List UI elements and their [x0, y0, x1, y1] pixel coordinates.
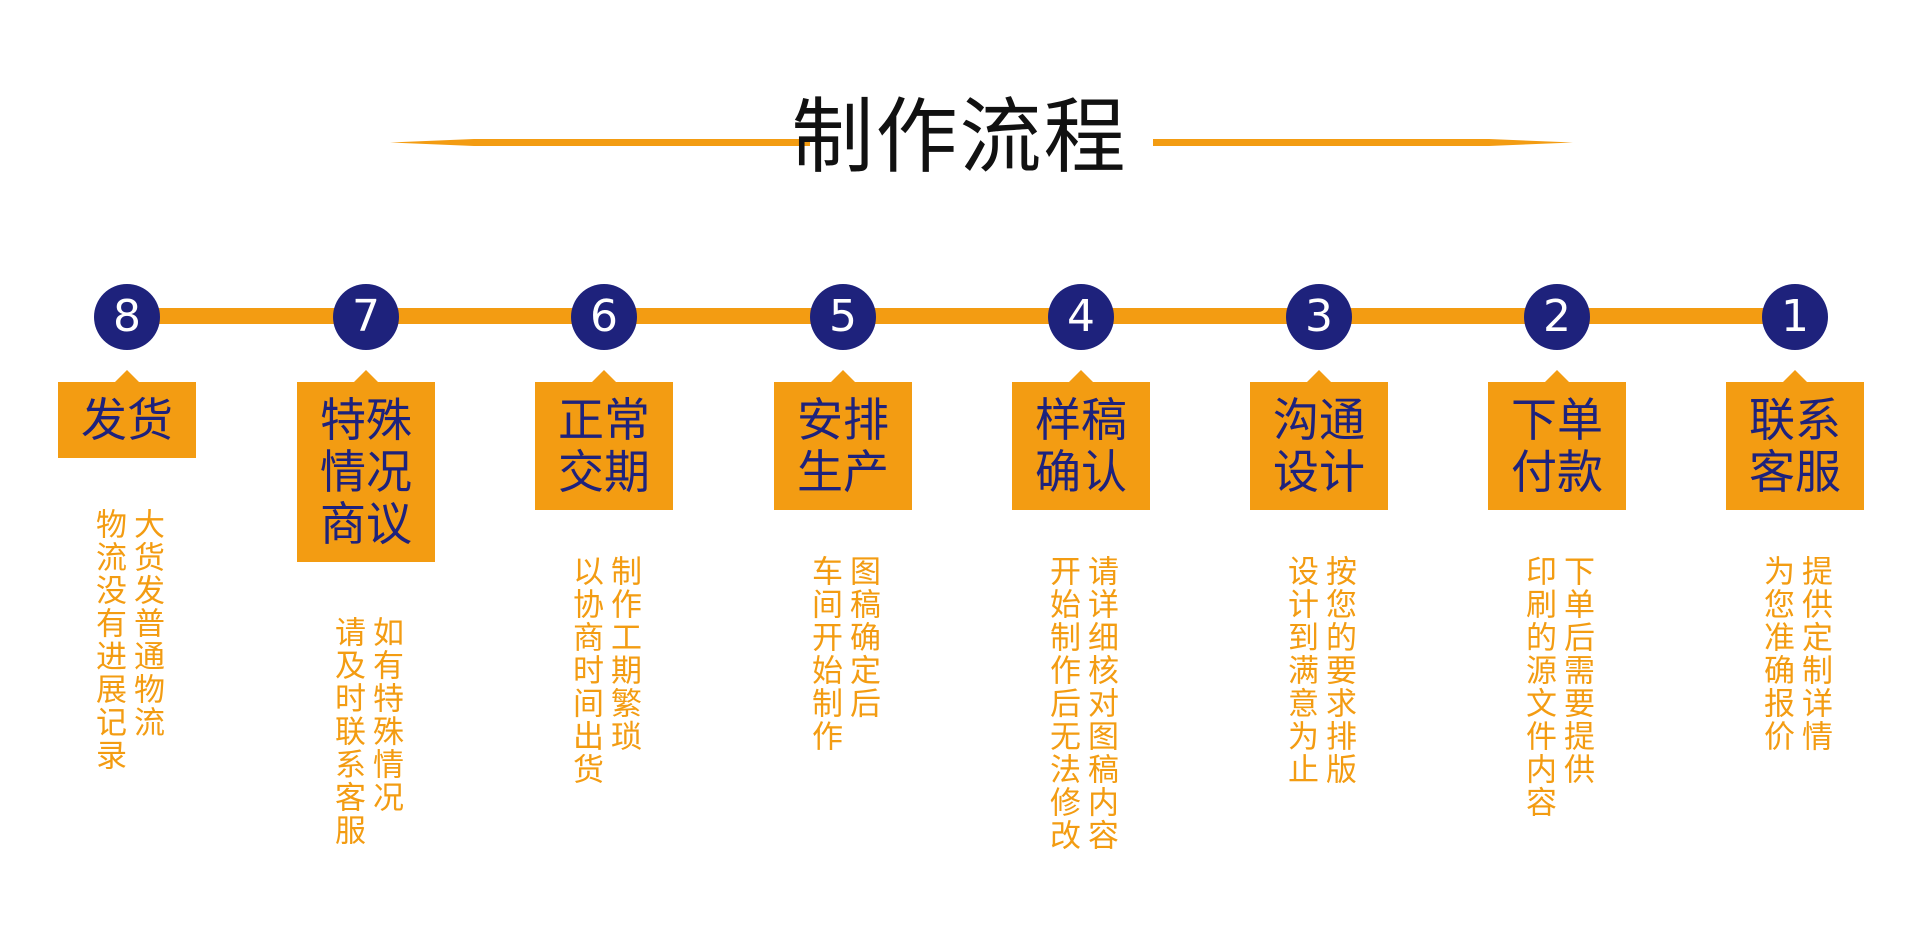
step-description: 下单后需要提供印刷的源文件内容 [1519, 555, 1595, 819]
step-description-column: 开始制作后无法修改 [1044, 555, 1080, 852]
step-label-box: 下单付款 [1488, 370, 1626, 510]
step-label-line: 联系 [1749, 393, 1841, 447]
step-description: 制作工期繁琐以协商时间出货 [566, 555, 642, 786]
step-number-badge: 3 [1286, 284, 1352, 350]
timeline-bar [127, 308, 1795, 324]
step-label-line: 特殊 [320, 393, 412, 447]
step-description-column: 物流没有进展记录 [90, 508, 126, 772]
step-label-box: 正常交期 [535, 370, 673, 510]
step-number-badge: 6 [571, 284, 637, 350]
step-label-box: 发货 [58, 370, 196, 458]
step-label-box: 特殊情况商议 [297, 370, 435, 562]
step-description: 按您的要求排版设计到满意为止 [1281, 555, 1357, 786]
step-label-line: 交期 [558, 445, 650, 499]
step-number-badge: 1 [1762, 284, 1828, 350]
step-number-badge: 4 [1048, 284, 1114, 350]
step-description-column: 图稿确定后 [844, 555, 880, 720]
step-label-line: 付款 [1511, 445, 1603, 499]
step-label-line: 样稿 [1035, 393, 1127, 447]
step-label-box: 沟通设计 [1250, 370, 1388, 510]
step-description-column: 按您的要求排版 [1320, 555, 1356, 786]
step-description-column: 请详细核对图稿内容 [1082, 555, 1118, 852]
step-description-column: 为您准确报价 [1758, 555, 1794, 753]
step-description-column: 印刷的源文件内容 [1520, 555, 1556, 819]
step-number-badge: 2 [1524, 284, 1590, 350]
step-number-badge: 5 [810, 284, 876, 350]
step-label-line: 发货 [81, 393, 173, 447]
title-right-rule [1153, 139, 1573, 146]
diagram-title: 制作流程 [791, 90, 1128, 185]
step-number-badge: 7 [333, 284, 399, 350]
step-description-column: 设计到满意为止 [1282, 555, 1318, 786]
step-description: 如有特殊情况请及时联系客服 [328, 616, 404, 847]
step-label-line: 正常 [558, 393, 650, 447]
step-description: 请详细核对图稿内容开始制作后无法修改 [1043, 555, 1119, 852]
step-description: 图稿确定后车间开始制作 [805, 555, 881, 753]
step-label-line: 情况 [320, 445, 412, 499]
step-description-column: 大货发普通物流 [128, 508, 164, 739]
step-label-line: 确认 [1035, 445, 1127, 499]
step-label-line: 下单 [1511, 393, 1603, 447]
step-label-box: 安排生产 [774, 370, 912, 510]
step-description: 提供定制详情为您准确报价 [1757, 555, 1833, 753]
step-description-column: 如有特殊情况 [367, 616, 403, 814]
step-label-line: 沟通 [1273, 393, 1365, 447]
step-label-line: 客服 [1749, 445, 1841, 499]
step-label-line: 商议 [320, 497, 412, 551]
step-description: 大货发普通物流物流没有进展记录 [89, 508, 165, 772]
step-label-line: 设计 [1273, 445, 1365, 499]
step-description-column: 制作工期繁琐 [605, 555, 641, 753]
step-description-column: 请及时联系客服 [329, 616, 365, 847]
step-label-line: 安排 [797, 393, 889, 447]
step-label-box: 联系客服 [1726, 370, 1864, 510]
step-label-box: 样稿确认 [1012, 370, 1150, 510]
step-number-badge: 8 [94, 284, 160, 350]
title-left-rule [390, 139, 810, 146]
step-description-column: 车间开始制作 [806, 555, 842, 753]
step-description-column: 提供定制详情 [1796, 555, 1832, 753]
step-description-column: 下单后需要提供 [1558, 555, 1594, 786]
step-description-column: 以协商时间出货 [567, 555, 603, 786]
step-label-line: 生产 [797, 445, 889, 499]
